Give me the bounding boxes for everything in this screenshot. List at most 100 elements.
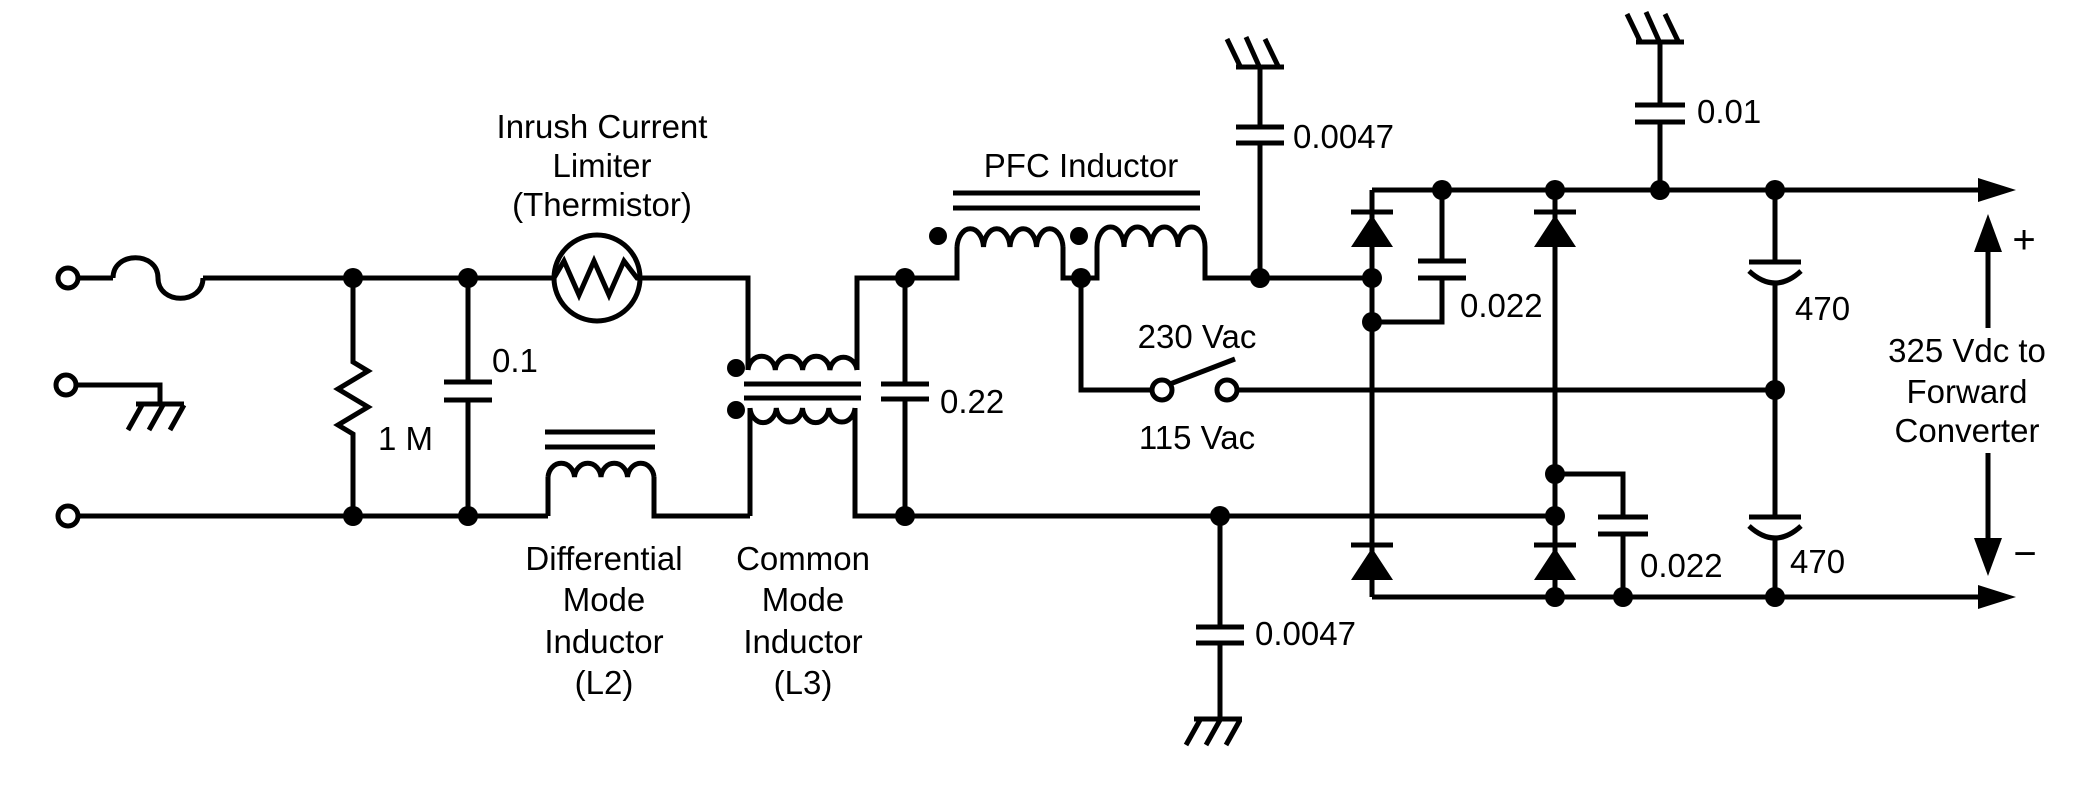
l2-label-line2: Mode bbox=[563, 581, 646, 618]
diode-bottom-left-icon bbox=[1351, 542, 1393, 580]
junction-dot bbox=[1765, 180, 1785, 200]
thermistor-zigzag-icon bbox=[551, 254, 640, 302]
l3-bottom-winding-icon bbox=[747, 407, 858, 426]
junction-dot bbox=[1545, 180, 1565, 200]
chassis-ground-tick bbox=[1643, 10, 1662, 43]
rail-arrowhead-icon bbox=[1978, 585, 2016, 609]
junction-dot bbox=[1362, 268, 1382, 288]
junction-dot bbox=[1650, 180, 1670, 200]
rail-arrowhead-icon bbox=[1978, 178, 2016, 202]
input-terminals bbox=[53, 255, 206, 529]
output-y-capacitor-value: 0.01 bbox=[1697, 93, 1761, 130]
l2-winding-icon bbox=[545, 460, 657, 478]
resistor-icon bbox=[333, 278, 373, 516]
bulk-capacitor-top: 470 bbox=[1747, 190, 1850, 390]
diode-capacitor-bottom-value: 0.022 bbox=[1640, 547, 1723, 584]
diode-top-right-icon bbox=[1534, 209, 1576, 247]
voltage-selector-switch: 230 Vac 115 Vac bbox=[1138, 318, 1257, 456]
diode-triangle bbox=[1351, 548, 1393, 580]
junction-dot bbox=[343, 506, 363, 526]
l2-core-icon bbox=[545, 429, 655, 450]
capacitor-plates-icon bbox=[1196, 624, 1244, 646]
output-label-line2: Forward bbox=[1906, 373, 2027, 410]
chassis-ground-tick bbox=[1223, 718, 1243, 747]
earth-ground-tick bbox=[125, 403, 145, 432]
diode-triangle bbox=[1351, 215, 1393, 247]
differential-mode-inductor: Differential Mode Inductor (L2) bbox=[525, 429, 683, 701]
capacitor-plates-icon bbox=[1598, 514, 1648, 537]
junction-dot bbox=[1545, 506, 1565, 526]
switch-terminal-icon bbox=[1149, 377, 1175, 403]
inrush-label-line3: (Thermistor) bbox=[512, 186, 692, 223]
capacitor-plates-icon bbox=[1418, 258, 1466, 281]
l3-top-winding-icon bbox=[745, 353, 860, 371]
pfc-phase-dot bbox=[929, 227, 947, 245]
junction-dot bbox=[343, 268, 363, 288]
chassis-ground-icon bbox=[1224, 35, 1284, 70]
y-capacitor-bottom: 0.0047 bbox=[1183, 516, 1356, 747]
l2-label-line4: (L2) bbox=[575, 664, 634, 701]
common-mode-inductor: Common Mode Inductor (L3) bbox=[727, 353, 870, 701]
junction-dot bbox=[1210, 506, 1230, 526]
wire-to-switch bbox=[1078, 278, 1152, 393]
wires bbox=[78, 247, 1775, 519]
terminal-line-icon bbox=[55, 265, 81, 291]
junction-dot bbox=[458, 506, 478, 526]
junction-dots bbox=[343, 180, 1785, 607]
pfc-inductor: PFC Inductor bbox=[929, 147, 1208, 248]
y-capacitor-bottom-value: 0.0047 bbox=[1255, 615, 1356, 652]
junction-dot bbox=[1071, 268, 1091, 288]
output-up-arrowhead-icon bbox=[1974, 214, 2002, 252]
switch-blade-icon bbox=[1169, 356, 1236, 387]
terminal-earth-icon bbox=[53, 372, 79, 398]
diode-capacitor-top-value: 0.022 bbox=[1460, 287, 1543, 324]
junction-dot bbox=[1545, 587, 1565, 607]
bleeder-resistor: 1 M bbox=[333, 278, 433, 516]
inrush-thermistor: Inrush Current Limiter (Thermistor) bbox=[497, 108, 707, 324]
output-section: + − 325 Vdc to Forward Converter bbox=[1372, 178, 2046, 609]
pfc-label: PFC Inductor bbox=[984, 147, 1178, 184]
diode-capacitor-top: 0.022 bbox=[1372, 190, 1543, 325]
pfc-phase-dot bbox=[1070, 227, 1088, 245]
bulk-capacitor-top-value: 470 bbox=[1795, 290, 1850, 327]
l3-label-line3: Inductor bbox=[743, 623, 862, 660]
capacitor-plates-icon bbox=[1236, 124, 1284, 146]
earth-ground-stem bbox=[76, 382, 163, 404]
l3-label-line1: Common bbox=[736, 540, 870, 577]
junction-dot bbox=[1432, 180, 1452, 200]
diode-triangle bbox=[1534, 548, 1576, 580]
y-capacitor-top-value: 0.0047 bbox=[1293, 118, 1394, 155]
fuse-icon bbox=[110, 255, 206, 301]
output-plus-sign: + bbox=[2012, 218, 2035, 262]
chassis-ground-tick bbox=[1183, 718, 1203, 747]
switch-115-label: 115 Vac bbox=[1139, 419, 1255, 456]
capacitor-stem bbox=[1372, 190, 1445, 325]
l3-label-line4: (L3) bbox=[774, 664, 833, 701]
l3-core-icon bbox=[744, 381, 861, 401]
junction-dot bbox=[1545, 464, 1565, 484]
l3-phase-dot bbox=[727, 401, 745, 419]
bulk-capacitor-bottom: 470 bbox=[1747, 390, 1845, 597]
capacitor-plate-curved-icon bbox=[1747, 524, 1803, 541]
line-capacitor-value: 0.1 bbox=[492, 342, 538, 379]
earth-ground-tick bbox=[167, 403, 187, 432]
chassis-ground-icon bbox=[1183, 716, 1243, 747]
diode-top-left-icon bbox=[1351, 209, 1393, 247]
junction-dot bbox=[895, 506, 915, 526]
output-y-capacitor: 0.01 bbox=[1624, 10, 1761, 190]
output-minus-sign: − bbox=[2013, 532, 2036, 576]
wire-bottom-line-e bbox=[852, 408, 1555, 519]
x-capacitor-value: 0.22 bbox=[940, 383, 1004, 420]
output-down-arrowhead-icon bbox=[1974, 538, 2002, 576]
l2-label-line3: Inductor bbox=[544, 623, 663, 660]
wire-top-line-b bbox=[640, 275, 751, 370]
capacitor-plates-icon bbox=[1635, 102, 1685, 125]
switch-terminal-icon bbox=[1214, 377, 1240, 403]
junction-dot bbox=[458, 268, 478, 288]
output-label-line1: 325 Vdc to bbox=[1888, 332, 2046, 369]
wire-pfc-output bbox=[1202, 247, 1372, 281]
chassis-ground-tick bbox=[1262, 37, 1281, 68]
chassis-ground-tick bbox=[1624, 12, 1643, 43]
capacitor-plates-icon bbox=[881, 381, 929, 402]
